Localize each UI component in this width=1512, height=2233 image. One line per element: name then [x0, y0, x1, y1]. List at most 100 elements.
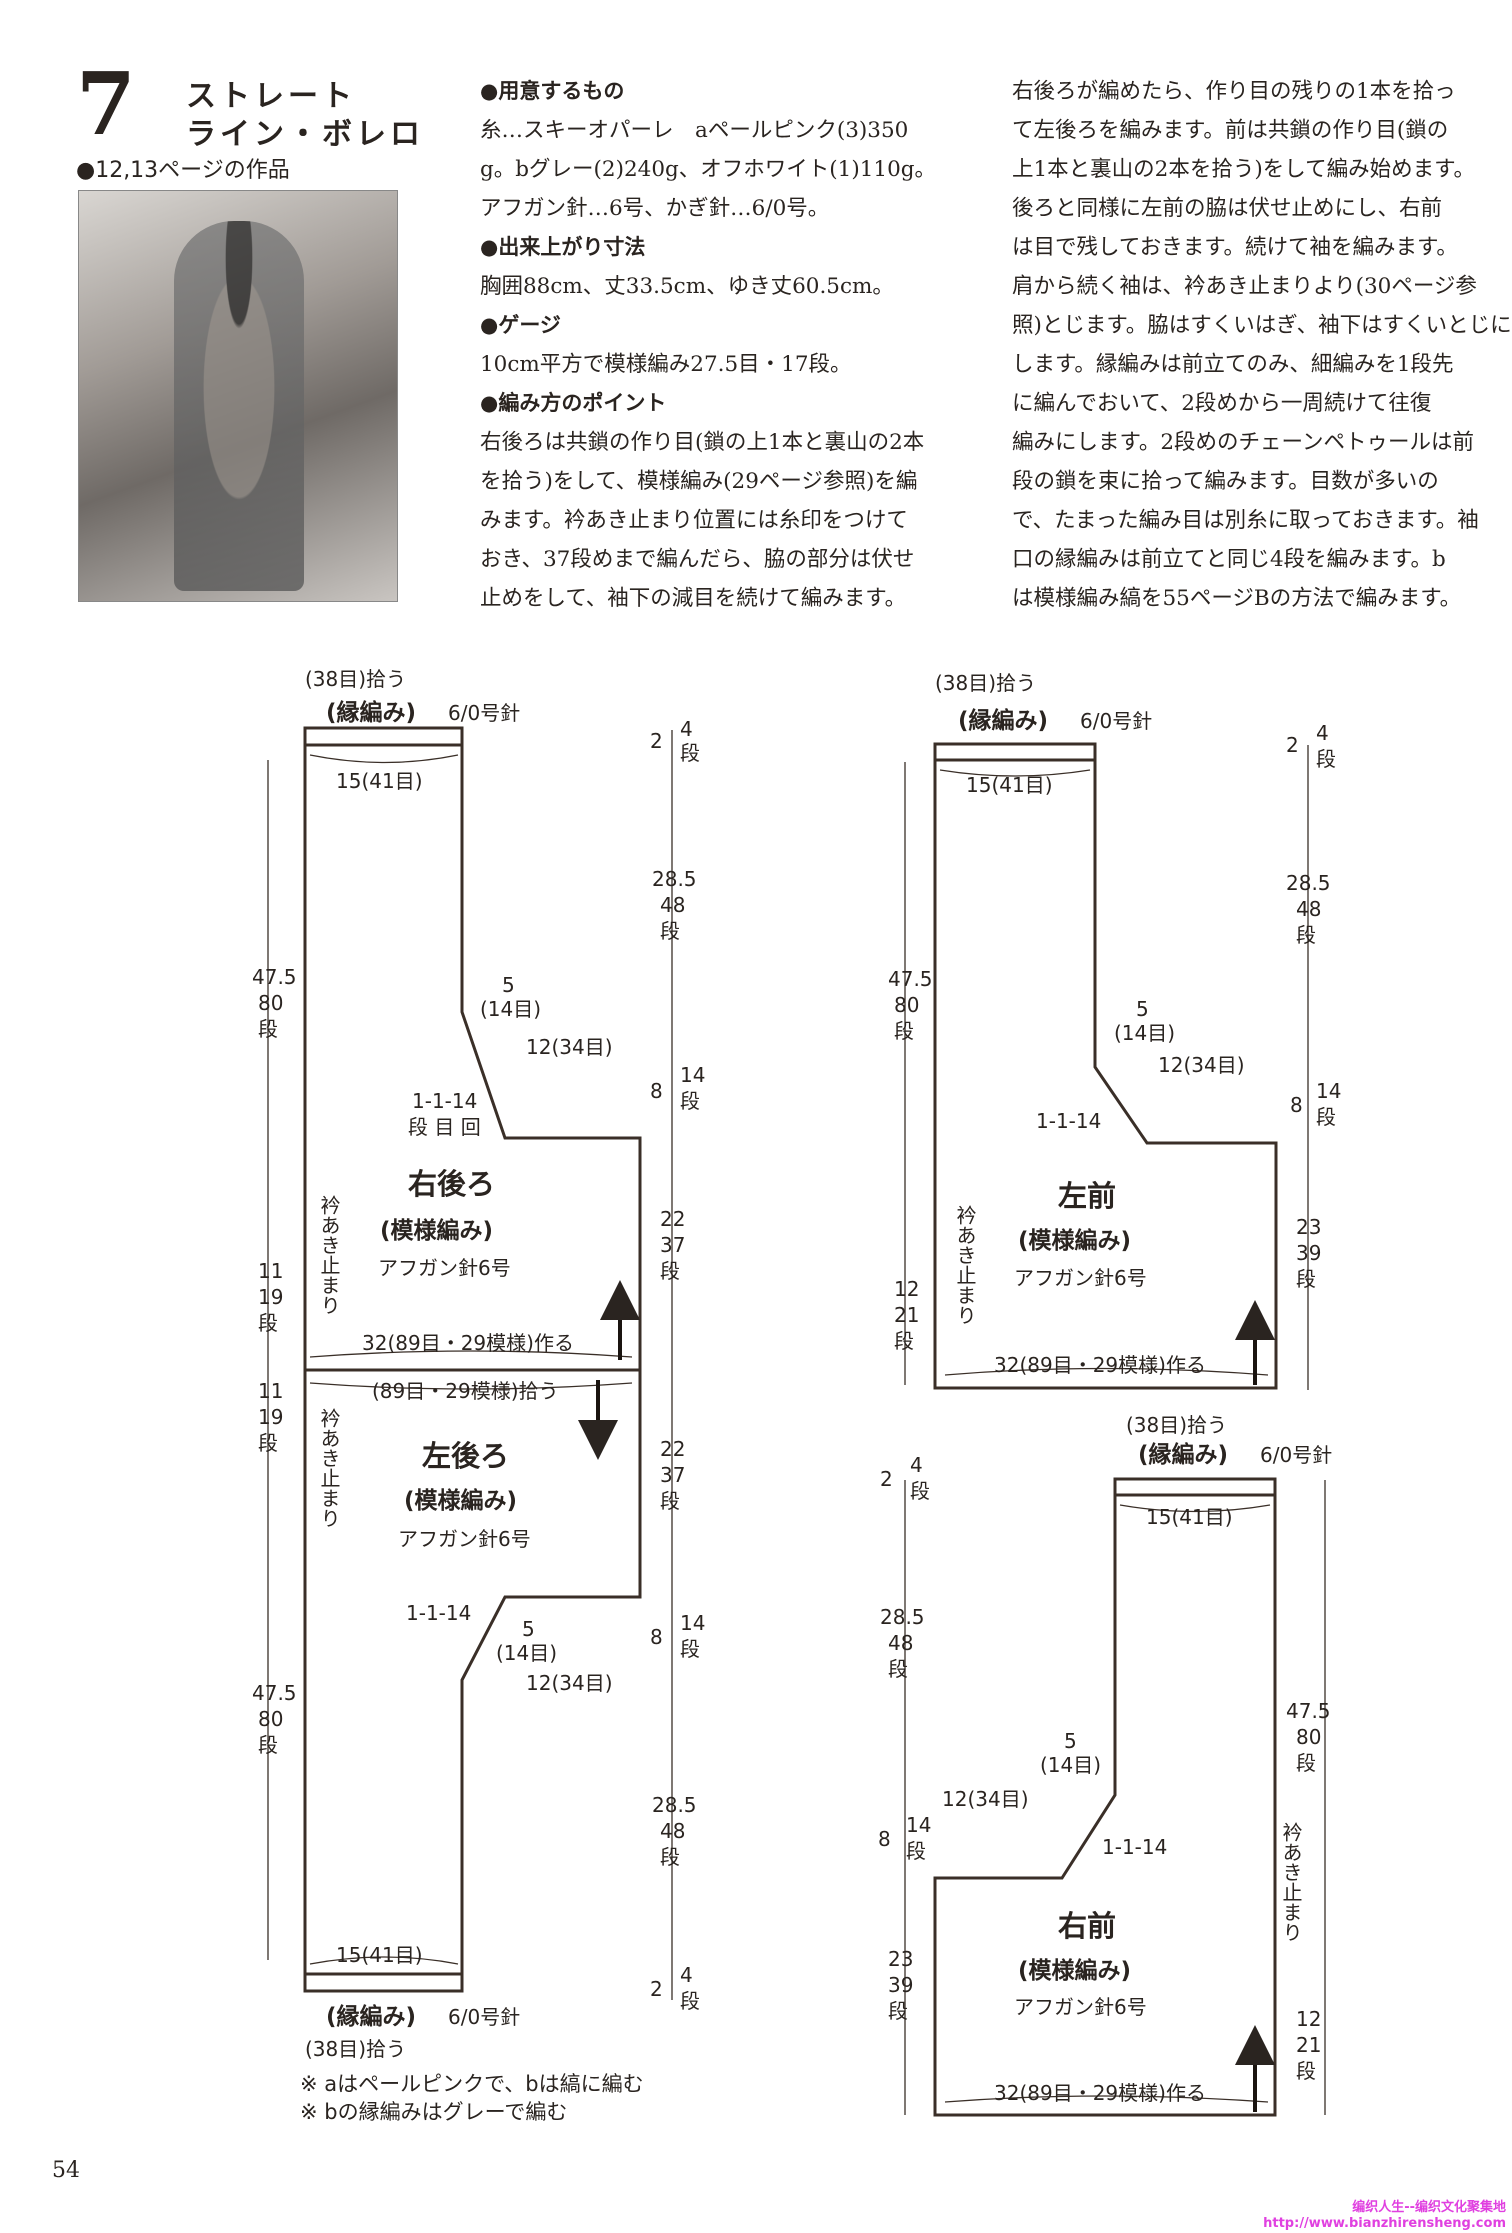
- cast-on-label: 32(89目・29模様)作る: [994, 1353, 1206, 1377]
- edge-label: (縁編み): [326, 699, 416, 726]
- materials-line: アフガン針…6号、かぎ針…6/0号。: [480, 196, 830, 221]
- row-label: 2: [880, 1467, 893, 1491]
- title-line-1: ストレート: [186, 79, 356, 114]
- row-label: 28.5: [652, 1793, 697, 1817]
- needle-label: アフガン針6号: [378, 1256, 511, 1280]
- dim-label: 12(34目): [1158, 1053, 1245, 1077]
- row-label: 80: [894, 993, 919, 1017]
- work-page-reference: ●12,13ページの作品: [76, 158, 290, 183]
- note-line: ※ aはペールピンクで、bは縞に編む: [300, 2072, 644, 2096]
- left-front-top-band: [933, 742, 1097, 760]
- row-unit: 段: [680, 1989, 700, 2013]
- needle-label: アフガン針6号: [398, 1527, 531, 1551]
- row-unit: 段: [1296, 923, 1316, 947]
- row-label: 14: [1316, 1079, 1341, 1103]
- row-label: 80: [258, 991, 283, 1015]
- points-line: 肩から続く袖は、衿あき止まりより(30ページ参: [1012, 274, 1477, 299]
- row-label: 47.5: [252, 965, 297, 989]
- collar-stop-label: 衿あき止まり: [317, 1408, 341, 1528]
- points-line: 右後ろは共鎖の作り目(鎖の上1本と裏山の2本: [480, 430, 925, 455]
- row-label: 48: [888, 1631, 913, 1655]
- hook-label: 6/0号針: [1260, 1443, 1332, 1467]
- row-label: 19: [258, 1285, 283, 1309]
- decrease-note: 段 目 回: [408, 1115, 481, 1139]
- size-text: 胸囲88cm、丈33.5cm、ゆき丈60.5cm。: [480, 274, 894, 299]
- back-top-band: [303, 726, 464, 745]
- row-unit: 段: [888, 1999, 908, 2023]
- row-label: 11: [258, 1259, 283, 1283]
- materials-heading: ●用意するもの: [480, 79, 625, 103]
- pick-label: (38目)拾う: [305, 667, 406, 691]
- hook-label: 6/0号針: [448, 701, 520, 725]
- decrease-label: 1-1-14: [1102, 1835, 1167, 1859]
- row-unit: 段: [1296, 2059, 1316, 2083]
- row-label: 12: [1296, 2007, 1321, 2031]
- row-unit: 段: [258, 1733, 278, 1757]
- row-label: 4: [680, 1963, 693, 1987]
- dim-label: 12(34目): [526, 1035, 613, 1059]
- row-label: 21: [1296, 2033, 1321, 2057]
- dim-label: 12(34目): [526, 1671, 613, 1695]
- pick-up-label: (89目・29模様)拾う: [372, 1379, 559, 1403]
- decrease-label: 1-1-14: [1036, 1109, 1101, 1133]
- row-label: 4: [910, 1453, 923, 1477]
- back-piece-outline: [303, 743, 642, 1976]
- pattern-label: (模様編み): [1018, 1957, 1131, 1984]
- hook-label: 6/0号針: [1080, 709, 1152, 733]
- row-unit: 段: [660, 1845, 680, 1869]
- row-label: 47.5: [1286, 1699, 1331, 1723]
- row-label: 8: [1290, 1093, 1303, 1117]
- points-line: 段の鎖を束に拾って編みます。目数が多いの: [1012, 469, 1439, 494]
- row-unit: 段: [680, 1637, 700, 1661]
- materials-line: g。bグレー(2)240g、オフホワイト(1)110g。: [480, 157, 937, 182]
- hook-label: 6/0号針: [448, 2005, 520, 2029]
- model-photo: [78, 190, 398, 602]
- decrease-label: 1-1-14: [406, 1601, 471, 1625]
- points-line: 照)とじます。脇はすくいはぎ、袖下はすくいとじに: [1012, 313, 1512, 338]
- row-label: 8: [878, 1827, 891, 1851]
- pick-label: (38目)拾う: [1126, 1413, 1227, 1437]
- row-unit: 段: [660, 1489, 680, 1513]
- row-unit: 段: [258, 1311, 278, 1335]
- row-label: 80: [1296, 1725, 1321, 1749]
- points-line: で、たまった編み目は別糸に取っておきます。袖: [1012, 508, 1479, 533]
- page-number: 54: [52, 2158, 80, 2183]
- cast-on-label: 32(89目・29模様)作る: [994, 2081, 1206, 2105]
- points-line: 上1本と裏山の2本を拾う)をして編み始めます。: [1012, 157, 1475, 182]
- row-unit: 段: [888, 1657, 908, 1681]
- row-label: 48: [1296, 897, 1321, 921]
- row-label: 2: [650, 1977, 663, 2001]
- row-label: 2: [650, 729, 663, 753]
- pattern-label: (模様編み): [380, 1217, 493, 1244]
- row-label: 12: [894, 1277, 919, 1301]
- row-label: 48: [660, 1819, 685, 1843]
- title-line-2: ライン・ボレロ: [186, 116, 424, 152]
- edge-label: (縁編み): [326, 2003, 416, 2030]
- points-line: 後ろと同様に左前の脇は伏せ止めにし、右前: [1012, 196, 1443, 221]
- row-unit: 段: [1316, 747, 1336, 771]
- row-label: 14: [680, 1611, 705, 1635]
- row-unit: 段: [680, 741, 700, 765]
- materials-line: 糸…スキーオパーレ aペールピンク(3)350: [480, 118, 909, 143]
- dim-label: (14目): [1040, 1753, 1101, 1777]
- watermark: 编织人生--编织文化聚集地 http://www.bianzhirensheng…: [1263, 2200, 1506, 2232]
- row-label: 48: [660, 893, 685, 917]
- row-unit: 段: [1296, 1751, 1316, 1775]
- piece-title-left-front: 左前: [1058, 1179, 1116, 1213]
- stitch-label: 15(41目): [966, 773, 1053, 797]
- points-line: は模様編み縞を55ページBの方法で編みます。: [1012, 586, 1462, 611]
- edge-label: (縁編み): [1138, 1441, 1228, 1468]
- row-label: 80: [258, 1707, 283, 1731]
- row-unit: 段: [1316, 1105, 1336, 1129]
- dim-label: (14目): [480, 997, 541, 1021]
- row-label: 21: [894, 1303, 919, 1327]
- collar-stop-label: 衿あき止まり: [317, 1195, 341, 1315]
- row-label: 39: [1296, 1241, 1321, 1265]
- edge-label: (縁編み): [958, 707, 1048, 734]
- row-label: 39: [888, 1973, 913, 1997]
- points-line: 編みにします。2段めのチェーンペトゥールは前: [1012, 430, 1474, 455]
- dim-label: 12(34目): [942, 1787, 1029, 1811]
- row-label: 23: [1296, 1215, 1321, 1239]
- stitch-label: 15(41目): [336, 769, 423, 793]
